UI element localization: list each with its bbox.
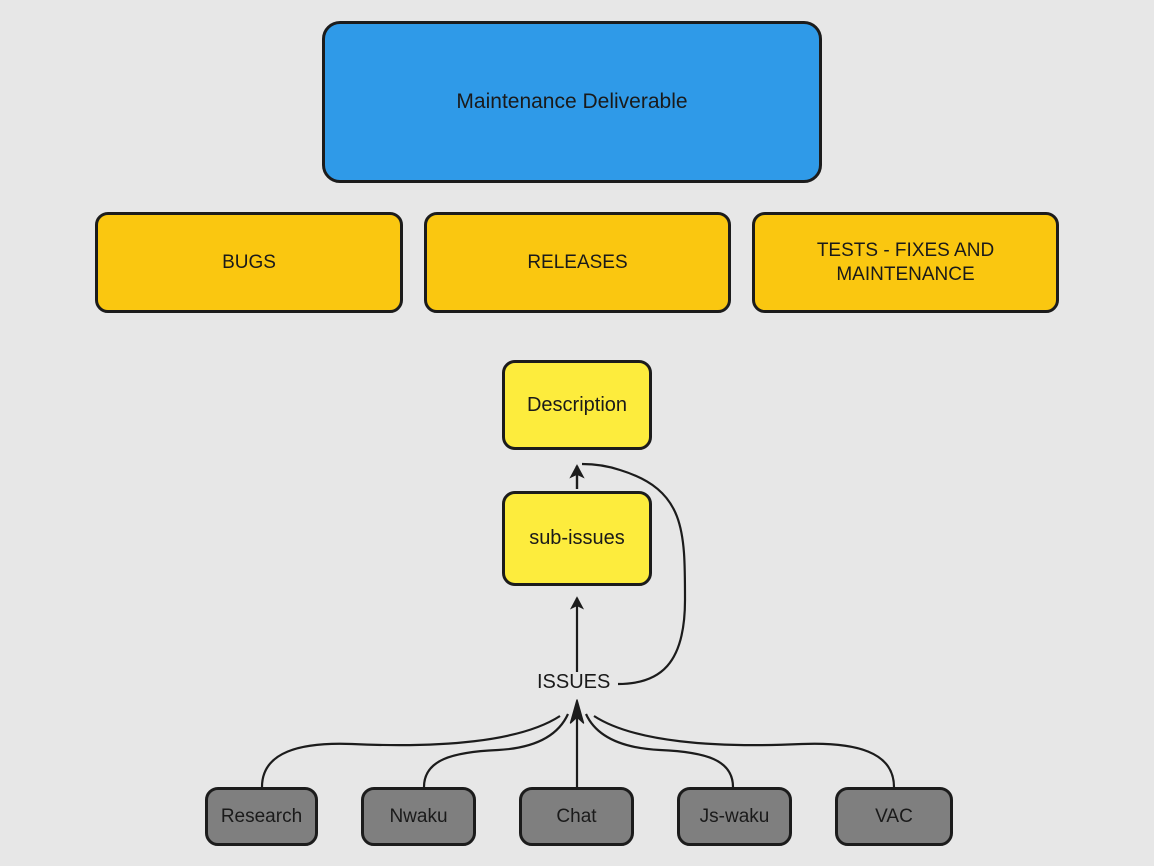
arrowhead-issues-junction: [569, 699, 585, 724]
edge-vac-to-issues: [593, 715, 896, 788]
node-releases[interactable]: RELEASES: [424, 212, 731, 313]
node-maintenance-deliverable[interactable]: Maintenance Deliverable: [322, 21, 822, 183]
node-js-waku[interactable]: Js-waku: [677, 787, 792, 846]
edge-research-to-issues: [260, 715, 561, 788]
node-tests-fixes-and-maintenance[interactable]: TESTS - FIXES AND MAINTENANCE: [752, 212, 1059, 313]
node-sub-issues[interactable]: sub-issues: [502, 491, 652, 586]
node-description[interactable]: Description: [502, 360, 652, 450]
node-chat[interactable]: Chat: [519, 787, 634, 846]
edge-nwaku-to-issues: [422, 713, 570, 788]
node-nwaku[interactable]: Nwaku: [361, 787, 476, 846]
node-research[interactable]: Research: [205, 787, 318, 846]
edge-label-issues: ISSUES: [535, 671, 613, 693]
edge-jswaku-to-issues: [584, 713, 735, 788]
node-bugs[interactable]: BUGS: [95, 212, 403, 313]
node-vac[interactable]: VAC: [835, 787, 953, 846]
